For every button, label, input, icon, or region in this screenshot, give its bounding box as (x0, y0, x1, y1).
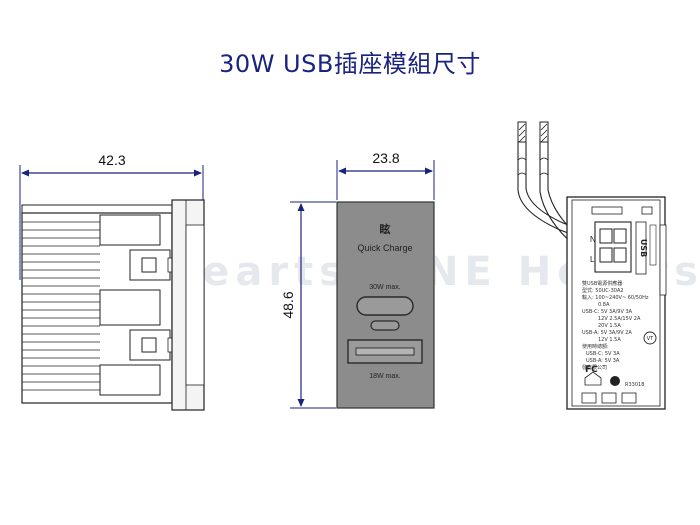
certification-circle-icon (643, 331, 657, 345)
rear-spec-text: 雙USB電源供應器 型式: 50UC-30A2 輸入: 100~240V~ 60… (582, 280, 649, 388)
spec-line: 發有限公司 (582, 364, 607, 371)
spec-line: USB-A: 5V 3A/9V 2A (582, 330, 632, 336)
front-width-label: 23.8 (372, 150, 399, 166)
brand-mark: 眩 (380, 222, 391, 236)
usb-c-port (356, 296, 414, 316)
rohs-mark-icon (610, 376, 620, 386)
spec-line: 型式: 50UC-30A2 (582, 287, 624, 294)
spec-line: USB-C: 5V 3A (586, 351, 620, 357)
spec-line: 輸入: 100~240V~ 60/50Hz (582, 294, 649, 301)
quick-charge-label: Quick Charge (357, 243, 412, 253)
house-mark-icon (584, 371, 602, 386)
spec-line: 雙USB電源供應器 (582, 280, 622, 287)
front-view: 23.8 48.6 眩 Quick Charge 30W max. 18W ma… (280, 150, 435, 409)
terminal-l-label: L (590, 255, 595, 264)
spec-line: 使用時總額: (582, 343, 609, 350)
svg-text:VT: VT (647, 336, 654, 342)
port-a-label: 18W max. (369, 373, 401, 380)
side-view: 42.3 (19, 152, 205, 411)
spec-line: 12V 1.5A (598, 337, 621, 343)
spec-line: USB-A: 5V 3A (586, 358, 620, 364)
page-title: 30W USB插座模組尺寸 (219, 50, 481, 78)
spec-line: R33018 (625, 382, 644, 388)
spec-line: 12V 2.5A/15V 2A (598, 316, 641, 322)
rear-brand-label: USB (639, 239, 648, 257)
spec-line: USB-C: 5V 3A/9V 3A (582, 309, 633, 315)
front-height-label: 48.6 (280, 291, 296, 318)
fcc-mark-icon: FC (585, 365, 598, 375)
rear-view: N L USB 雙USB電源供應器 型式: 50UC-30A2 輸入: 100~… (517, 121, 667, 410)
spec-line: 20V 1.5A (598, 323, 621, 329)
usb-c-port-inner (370, 320, 400, 331)
terminal-n-label: N (590, 235, 596, 244)
port-c-label: 30W max. (369, 284, 401, 291)
spec-line: 0.8A (598, 302, 610, 308)
side-width-label: 42.3 (98, 152, 125, 168)
